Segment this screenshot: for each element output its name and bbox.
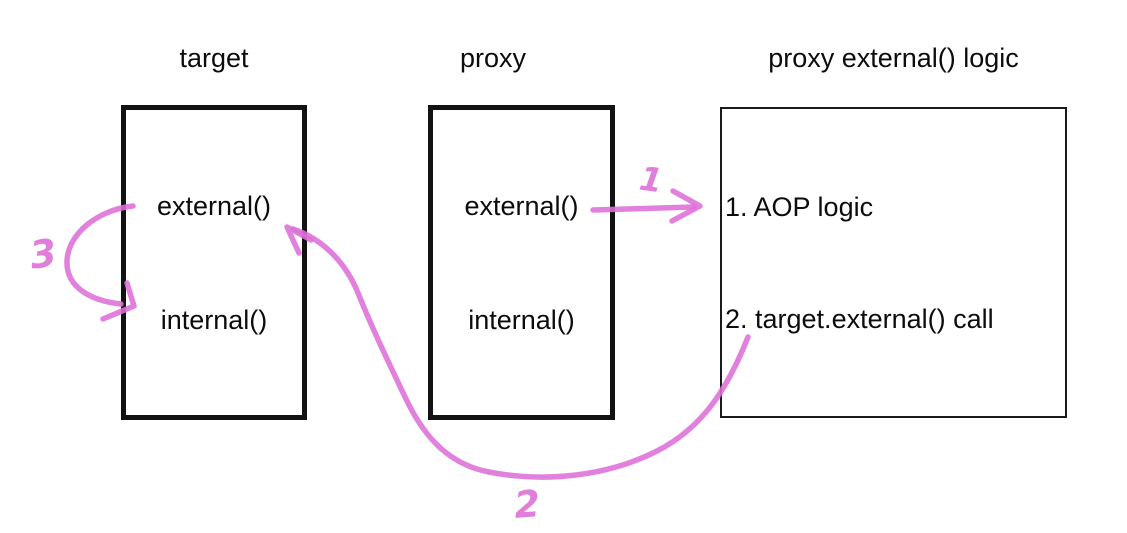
proxy-external-logic-box: 1. AOP logic 2. target.external() call: [720, 107, 1067, 418]
target-title: target: [179, 43, 249, 73]
proxy-external-method-label: external(): [464, 191, 579, 221]
arrow-1-arrowhead-icon: [669, 188, 703, 224]
proxy-title: proxy: [459, 43, 527, 73]
arrow-1-step-label: 1: [637, 159, 665, 201]
target-internal-method-label: internal(): [160, 305, 268, 335]
arrow-2-step-label: 2: [513, 482, 542, 527]
proxy-external-logic-title: proxy external() logic: [768, 43, 1019, 73]
proxy-box: external() internal(): [428, 105, 615, 420]
arrow-3-step-label: 3: [27, 230, 59, 277]
logic-step-target-call-label: 2. target.external() call: [725, 304, 994, 334]
logic-step-aop-label: 1. AOP logic: [725, 192, 874, 222]
proxy-internal-method-label: internal(): [468, 305, 575, 335]
arrow-3-external-to-internal-loop: 3: [27, 203, 137, 322]
target-external-method-label: external(): [156, 191, 272, 221]
target-box: external() internal(): [121, 105, 307, 420]
